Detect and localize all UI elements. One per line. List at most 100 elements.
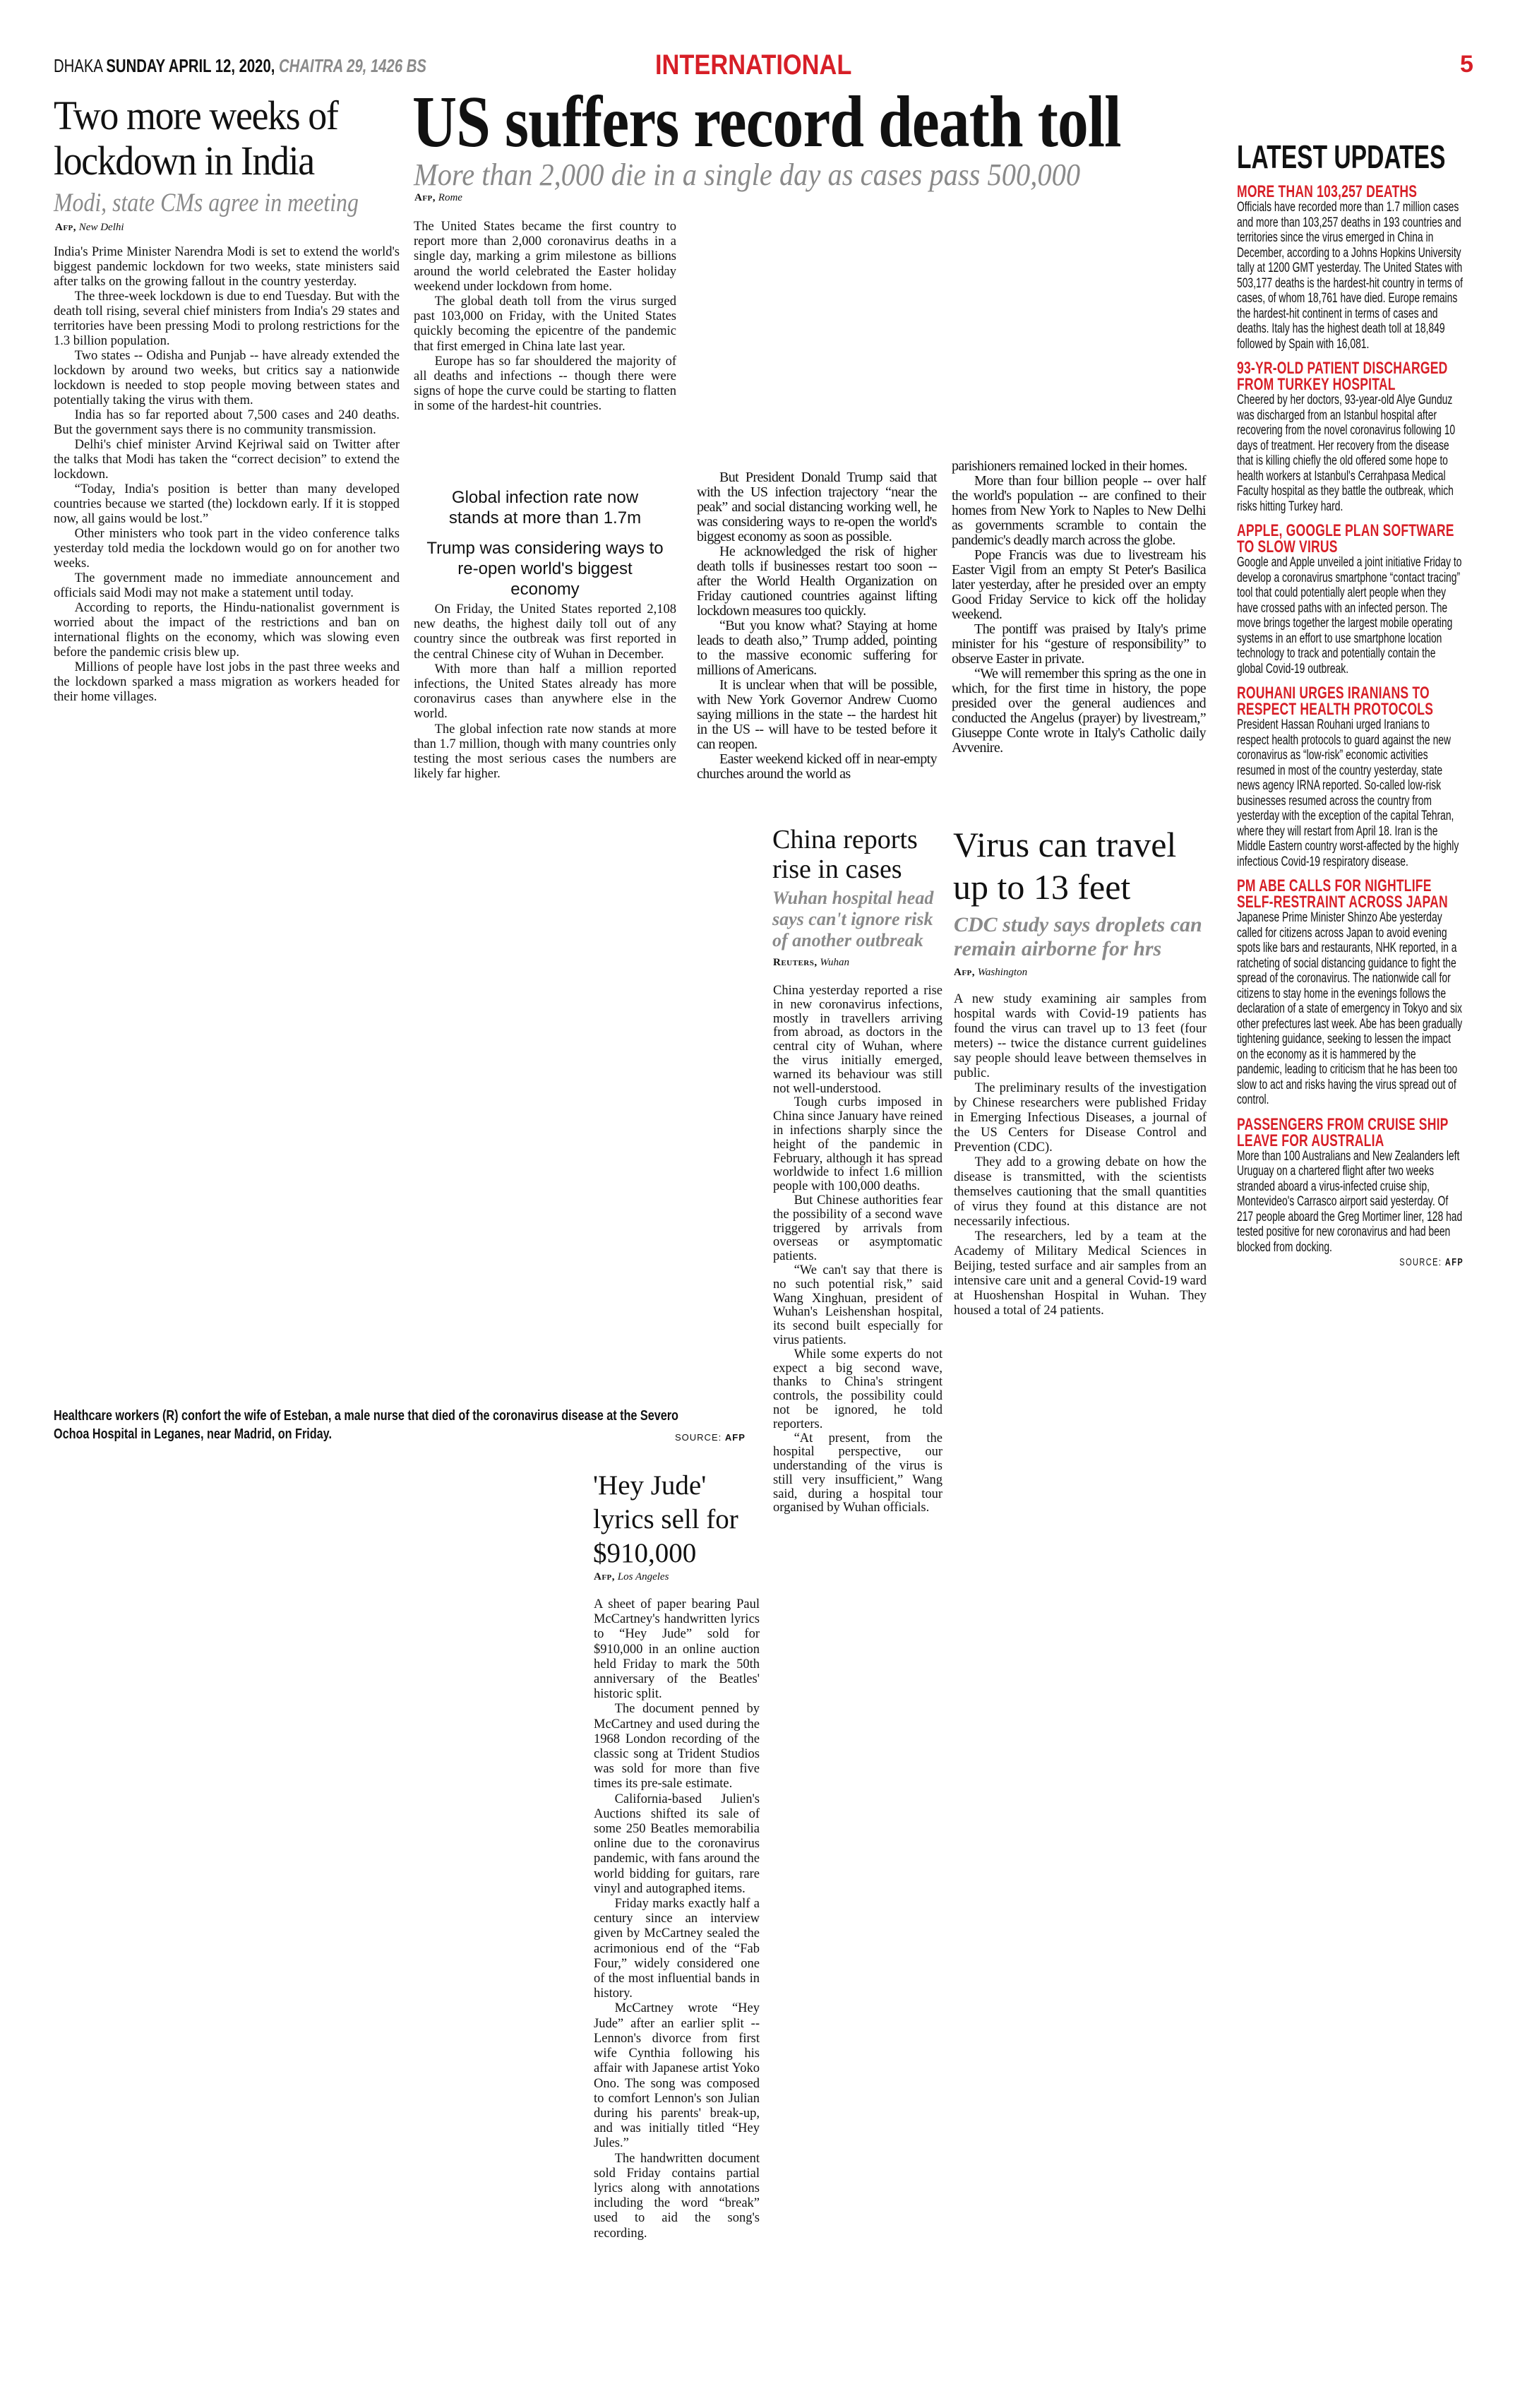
update-body: President Hassan Rouhani urged Iranians … — [1237, 717, 1459, 869]
paragraph: Tough curbs imposed in China since Janua… — [773, 1095, 942, 1194]
paragraph: The researchers, led by a team at the Ac… — [954, 1229, 1207, 1318]
source-value: AFP — [724, 1432, 746, 1443]
virus-headline: Virus can travel up to 13 feet — [953, 825, 1177, 907]
byline-agency: Afp, — [594, 1571, 616, 1583]
paragraph: On Friday, the United States reported 2,… — [414, 602, 676, 662]
paragraph: While some experts do not expect a big s… — [773, 1347, 942, 1431]
us-body-col3: parishioners remained locked in their ho… — [952, 458, 1207, 756]
byline-place: Washington — [977, 967, 1028, 978]
update-heading: 93-YR-OLD PATIENT DISCHARGED FROM TURKEY… — [1237, 359, 1448, 394]
paragraph: But President Donald Trump said that wit… — [697, 470, 938, 544]
update-body: Google and Apple unveiled a joint initia… — [1237, 555, 1462, 676]
paragraph: But Chinese authorities fear the possibi… — [773, 1193, 942, 1264]
byline-agency: Afp, — [414, 192, 436, 203]
dateline-bangla-date: CHAITRA 29, 1426 BS — [279, 55, 426, 76]
paragraph: The global infection rate now stands at … — [414, 722, 676, 782]
update-heading: ROUHANI URGES IRANIANS TO RESPECT HEALTH… — [1237, 684, 1434, 719]
update-item: PASSENGERS FROM CRUISE SHIP LEAVE FOR AU… — [1237, 1116, 1464, 1256]
pullquote: Global infection rate now stands at more… — [448, 488, 642, 528]
page-number: 5 — [1460, 51, 1473, 78]
paragraph: More than four billion people -- over ha… — [952, 473, 1207, 548]
us-body-col2: But President Donald Trump said that wit… — [697, 470, 938, 782]
paragraph: It is unclear when that will be possible… — [697, 677, 938, 752]
paragraph: Other ministers who took part in the vid… — [54, 527, 400, 571]
china-headline: China reports rise in cases — [772, 825, 918, 884]
paragraph: China yesterday reported a rise in new c… — [773, 984, 942, 1096]
china-byline: Reuters, Wuhan — [773, 957, 849, 969]
paragraph: The global death toll from the virus sur… — [414, 294, 676, 354]
photo-caption: Healthcare workers (R) confort the wife … — [54, 1408, 678, 1442]
us-body-col1-bottom: On Friday, the United States reported 2,… — [414, 602, 676, 782]
paragraph: The document penned by McCartney and use… — [594, 1702, 760, 1792]
india-subhead: Modi, state CMs agree in meeting — [54, 189, 359, 217]
update-heading: MORE THAN 103,257 DEATHS — [1237, 182, 1418, 201]
updates-source: SOURCE: AFP — [1237, 1256, 1464, 1268]
paragraph: India has so far reported about 7,500 ca… — [54, 408, 400, 437]
paragraph: Delhi's chief minister Arvind Kejriwal s… — [54, 438, 400, 482]
paragraph: India's Prime Minister Narendra Modi is … — [54, 245, 400, 289]
china-subhead: Wuhan hospital head says can't ignore ri… — [772, 888, 934, 950]
update-heading: PASSENGERS FROM CRUISE SHIP LEAVE FOR AU… — [1237, 1114, 1449, 1150]
paragraph: Friday marks exactly half a century sinc… — [594, 1897, 760, 2001]
source-value: AFP — [1444, 1256, 1464, 1268]
paragraph: Easter weekend kicked off in near-empty … — [697, 751, 938, 782]
byline-place: Rome — [438, 192, 462, 203]
update-body: Cheered by her doctors, 93-year-old Alye… — [1237, 393, 1456, 514]
virus-subhead: CDC study says droplets can remain airbo… — [954, 913, 1202, 960]
paragraph: The United States became the first count… — [414, 220, 676, 294]
update-body: More than 100 Australians and New Zealan… — [1237, 1148, 1463, 1255]
dateline: DHAKA SUNDAY APRIL 12, 2020, CHAITRA 29,… — [54, 55, 426, 77]
paragraph: The handwritten document sold Friday con… — [594, 2151, 760, 2241]
dateline-date: SUNDAY APRIL 12, 2020, — [106, 55, 275, 76]
dateline-city: DHAKA — [54, 55, 102, 76]
us-pullquotes: Global infection rate now stands at more… — [414, 487, 676, 600]
us-byline: Afp, Rome — [414, 192, 462, 204]
update-item: 93-YR-OLD PATIENT DISCHARGED FROM TURKEY… — [1237, 360, 1464, 514]
paragraph: With more than half a million reported i… — [414, 662, 676, 722]
us-subhead: More than 2,000 die in a single day as c… — [414, 157, 1081, 192]
paragraph: “At present, from the hospital perspecti… — [773, 1431, 942, 1515]
paragraph: “We can't say that there is no such pote… — [773, 1263, 942, 1347]
paragraph: “We will remember this spring as the one… — [952, 666, 1207, 756]
paragraph: According to reports, the Hindu-national… — [54, 601, 400, 660]
update-heading: APPLE, GOOGLE PLAN SOFTWARE TO SLOW VIRU… — [1237, 521, 1454, 556]
photo-source: SOURCE: AFP — [675, 1432, 746, 1443]
us-body-col1-top: The United States became the first count… — [414, 220, 676, 415]
update-body: Japanese Prime Minister Shinzo Abe yeste… — [1237, 910, 1463, 1107]
section-title: INTERNATIONAL — [655, 49, 852, 81]
photo — [54, 819, 753, 1398]
virus-byline: Afp, Washington — [954, 967, 1027, 979]
virus-body: A new study examining air samples from h… — [954, 992, 1207, 1318]
byline-place: Los Angeles — [617, 1571, 669, 1583]
paragraph: parishioners remained locked in their ho… — [952, 458, 1187, 474]
paragraph: The preliminary results of the investiga… — [954, 1081, 1207, 1155]
latest-updates-title: LATEST UPDATES — [1237, 138, 1446, 175]
byline-place: Wuhan — [820, 957, 850, 968]
update-item: APPLE, GOOGLE PLAN SOFTWARE TO SLOW VIRU… — [1237, 523, 1464, 676]
paragraph: Two states -- Odisha and Punjab -- have … — [54, 349, 400, 407]
heyjude-byline: Afp, Los Angeles — [594, 1571, 669, 1583]
paragraph: California-based Julien's Auctions shift… — [594, 1792, 760, 1896]
heyjude-headline: 'Hey Jude' lyrics sell for $910,000 — [593, 1470, 738, 1568]
pullquote: Trump was considering ways to re-open wo… — [426, 539, 664, 599]
paragraph: Millions of people have lost jobs in the… — [54, 660, 400, 704]
paragraph: “Today, India's position is better than … — [54, 482, 400, 526]
us-headline: US suffers record death toll — [412, 81, 1121, 162]
byline-agency: Reuters, — [773, 957, 818, 968]
paragraph: A sheet of paper bearing Paul McCartney'… — [594, 1597, 760, 1702]
paragraph: A new study examining air samples from h… — [954, 992, 1207, 1080]
update-item: PM ABE CALLS FOR NIGHTLIFE SELF-RESTRAIN… — [1237, 878, 1464, 1108]
india-headline: Two more weeks of lockdown in India — [54, 93, 339, 184]
india-byline: Afp, New Delhi — [55, 222, 124, 234]
india-body: India's Prime Minister Narendra Modi is … — [54, 245, 400, 705]
china-body: China yesterday reported a rise in new c… — [773, 984, 942, 1515]
update-body: Officials have recorded more than 1.7 mi… — [1237, 200, 1463, 352]
paragraph: The three-week lockdown is due to end Tu… — [54, 290, 400, 348]
paragraph: The government made no immediate announc… — [54, 571, 400, 600]
paragraph: “But you know what? Staying at home lead… — [697, 618, 938, 678]
paragraph: The pontiff was praised by Italy's prime… — [952, 621, 1207, 667]
source-label: SOURCE: — [1399, 1256, 1442, 1268]
paragraph: He acknowledged the risk of higher death… — [697, 544, 938, 619]
